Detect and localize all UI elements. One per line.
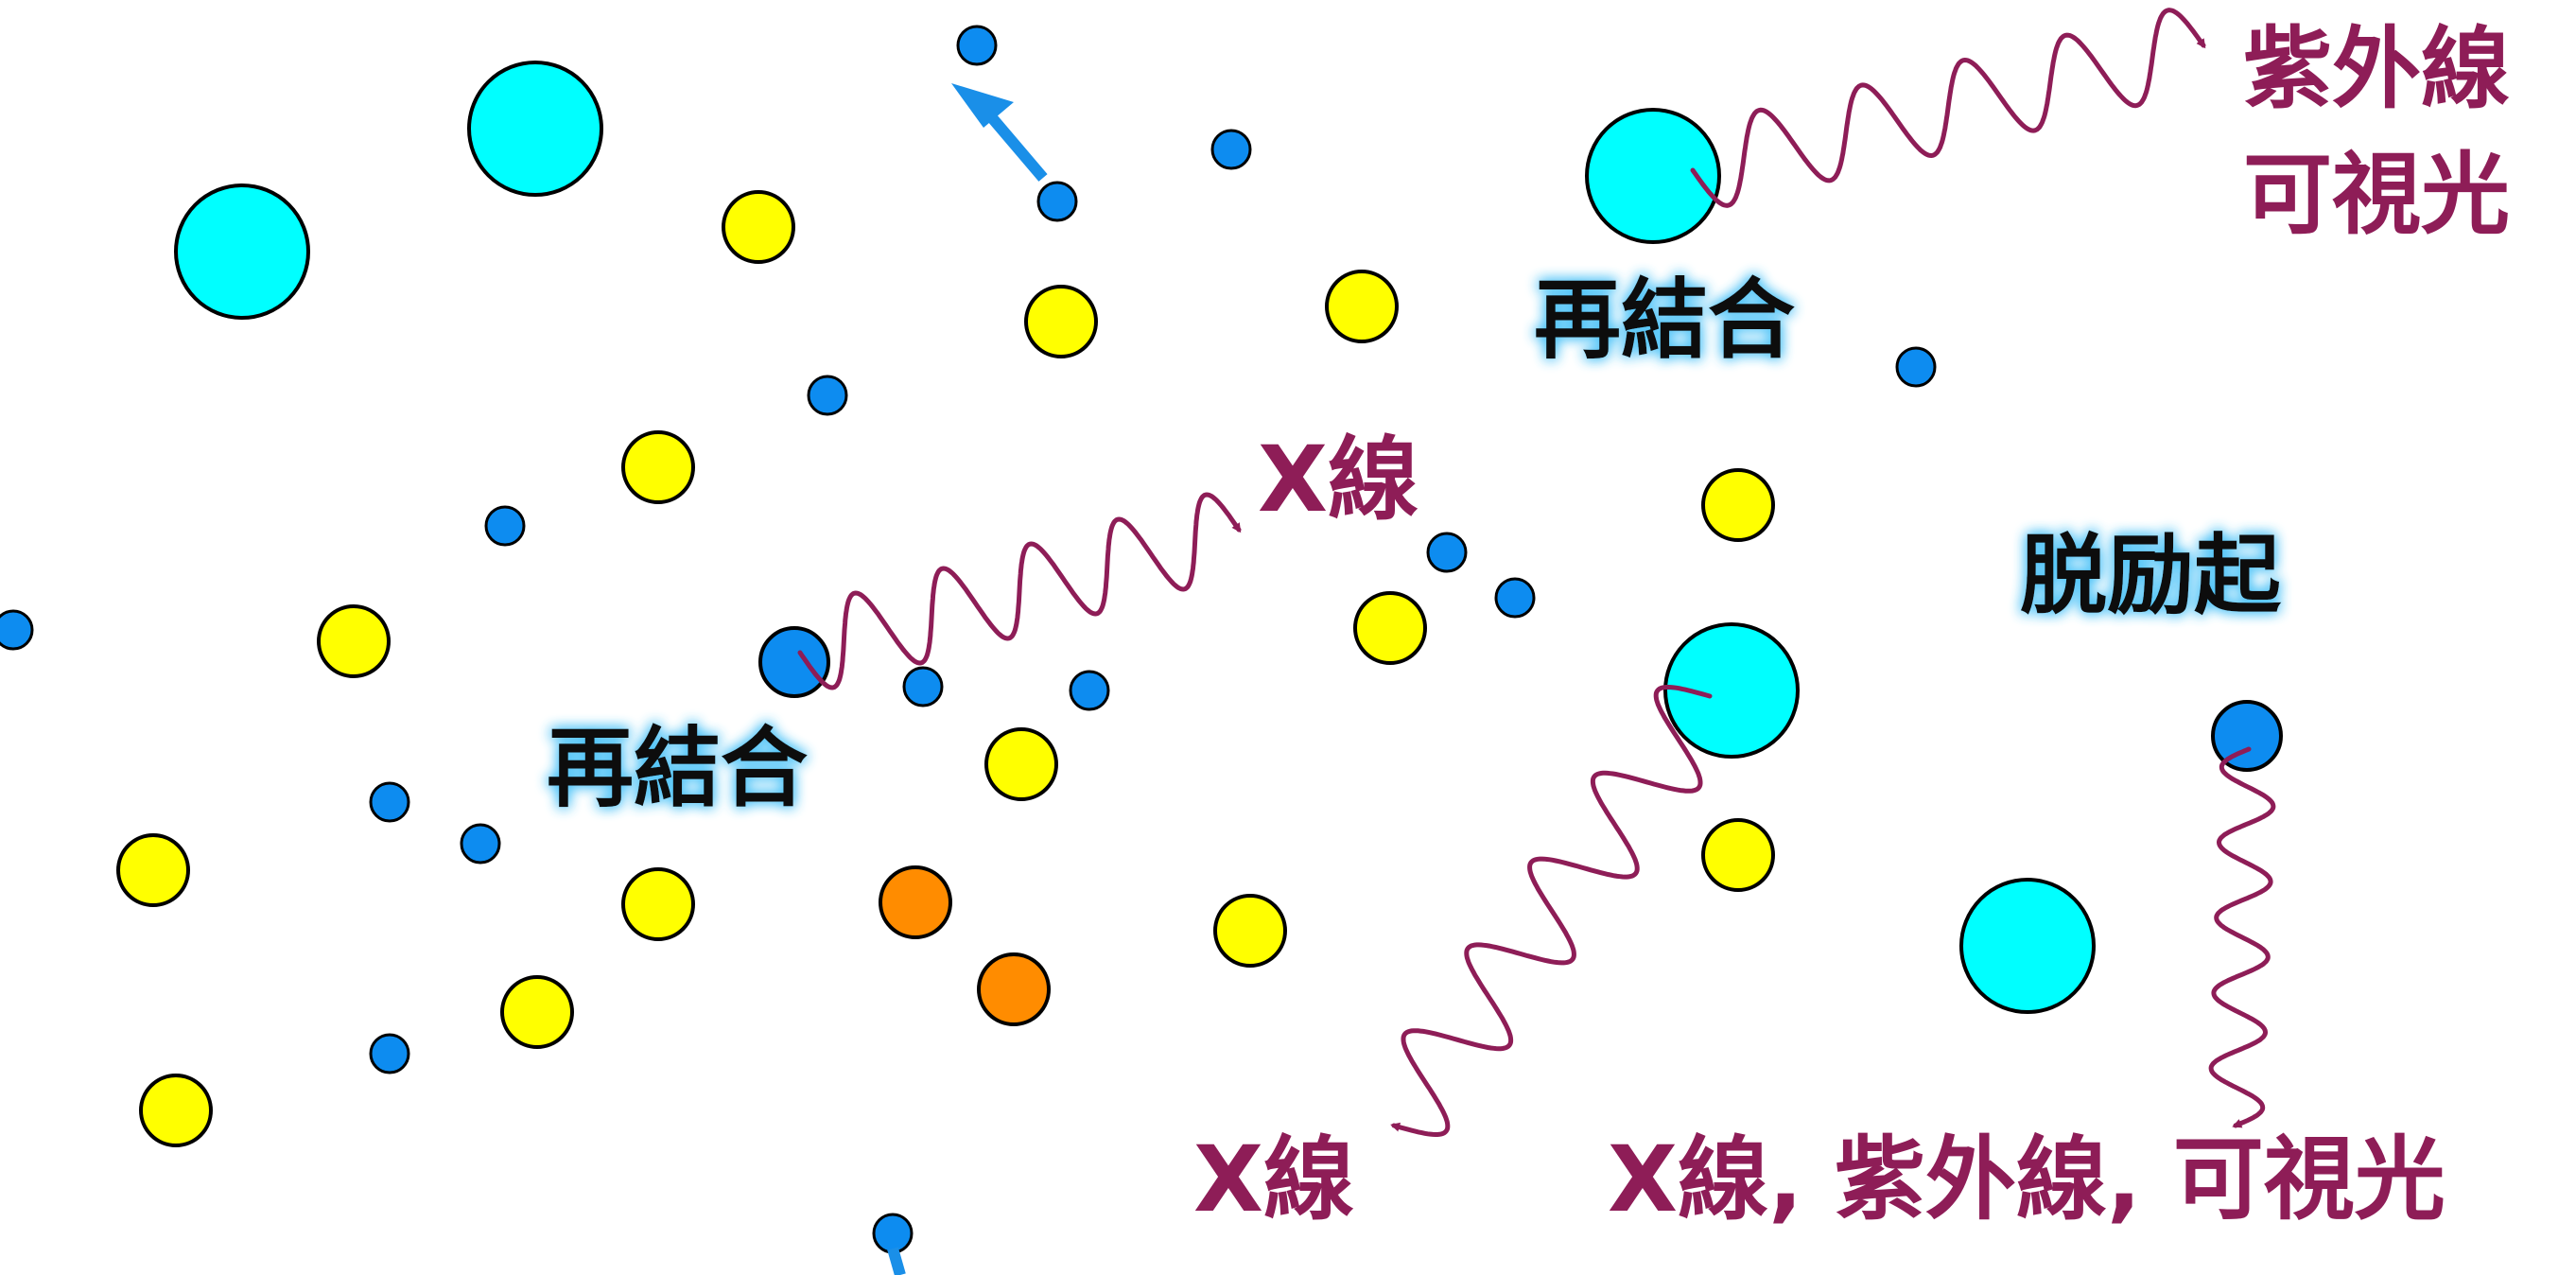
electron: [484, 505, 526, 547]
uv-visible-label-line1: 紫外線: [2243, 18, 2510, 121]
atom-highlighted: [879, 865, 952, 939]
atom-neutral: [1325, 270, 1399, 343]
deexcitation-label: 脱励起: [2020, 525, 2282, 626]
recombination-label-upper: 再結合: [1534, 270, 1795, 371]
electron: [0, 609, 34, 651]
uv-visible-label-line2: 可視光: [2243, 144, 2510, 247]
atom-neutral: [722, 190, 795, 264]
xray-label-center: X線: [1258, 427, 1419, 533]
photon-wave-uv-visible: [1690, 8, 2206, 208]
atom-neutral: [1701, 818, 1775, 892]
atom-neutral: [1353, 591, 1427, 665]
ion-large: [467, 61, 603, 197]
electron-recombining: [758, 626, 830, 698]
bottom-right-emission-label: X線, 紫外線, 可視光: [1608, 1127, 2445, 1232]
electron: [1210, 129, 1252, 170]
electron: [872, 1213, 914, 1254]
electron: [902, 666, 944, 707]
ion-large: [174, 183, 310, 320]
atom-neutral: [621, 430, 695, 504]
electron-trail-bottom: [887, 1247, 906, 1275]
electron: [1069, 670, 1110, 711]
electron: [956, 25, 998, 66]
electron: [460, 823, 501, 865]
ion-large: [1585, 108, 1721, 244]
atom-neutral: [317, 604, 391, 678]
recombination-label-lower: 再結合: [547, 718, 808, 819]
atom-neutral: [116, 833, 190, 907]
electron: [807, 375, 848, 416]
atom-highlighted: [977, 952, 1051, 1026]
atom-neutral: [1213, 894, 1287, 968]
electron-arrow-upper: [951, 83, 1048, 182]
atom-neutral: [621, 867, 695, 941]
electron: [1426, 532, 1468, 573]
photon-wave-xray-center: [797, 492, 1242, 690]
atom-neutral: [139, 1074, 213, 1147]
atom-neutral: [500, 975, 574, 1049]
atom-neutral: [1701, 468, 1775, 542]
atom-neutral: [984, 727, 1058, 801]
electron: [1895, 346, 1937, 388]
photon-wave-xray-bottom: [1390, 685, 1713, 1137]
electron-deexciting: [2211, 700, 2283, 772]
photon-wave-deexcitation: [2208, 746, 2276, 1128]
electron: [369, 781, 410, 823]
electron: [1036, 181, 1078, 222]
electron: [1494, 577, 1536, 619]
atom-neutral: [1024, 285, 1098, 358]
xray-label-bottom: X線: [1193, 1127, 1354, 1232]
electron: [369, 1033, 410, 1074]
ion-large: [1663, 622, 1800, 759]
ion-large: [1959, 878, 2096, 1014]
